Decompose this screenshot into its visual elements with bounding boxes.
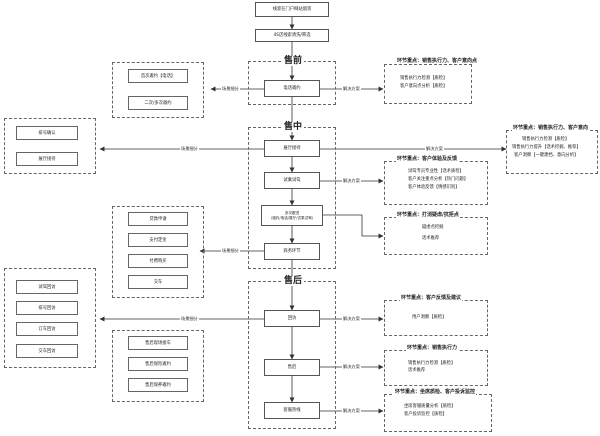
- visit-scene-queue: 排号回访: [16, 301, 78, 315]
- step-follow-up-detail: (邀约/电话/展厅/试乘试驾): [270, 215, 314, 220]
- note-2-title: 环节重点：销售执行力、客户意向: [512, 125, 590, 131]
- stage-post-label: 售后: [282, 276, 305, 286]
- biz-scene-deposit: 支付定金: [128, 233, 188, 247]
- call-scene-first: 首次邀约【电话】: [128, 69, 188, 83]
- note-5-title: 环节重点：客户反馈及建议: [400, 295, 463, 301]
- note-4-line-2: 话术推荐: [422, 236, 440, 241]
- note-4-title: 环节重点：打消疑虑/抗拒点: [396, 212, 460, 218]
- note-1-line-2: 客户意向点分析【质检】: [400, 84, 448, 89]
- step-callback: 回访: [264, 310, 320, 327]
- note-5-line-1: 用户洞察【质检】: [412, 315, 447, 320]
- step-showroom-reception: 展厅接待: [264, 140, 320, 157]
- note-2-line-2: 销售执行力提升【话术挖掘、推荐】: [512, 145, 581, 150]
- label-solution-n5: 解决方案: [342, 316, 361, 321]
- biz-scene-purchase: 付费购买: [128, 254, 188, 268]
- note-3-title: 环节重点：客户体验及反馈: [396, 156, 459, 162]
- note-group-1: [384, 64, 472, 104]
- label-solution-n7: 解决方案: [342, 408, 361, 413]
- note-6-title: 环节重点：销售执行力: [406, 345, 459, 351]
- step-test-drive: 试乘试驾: [264, 172, 320, 189]
- note-group-6: [384, 350, 488, 386]
- note-3-line-1: 试驾专员专业性【话术质检】: [408, 169, 464, 174]
- call-scene-repeat: 二次/多次邀约: [128, 96, 188, 110]
- step-lead-capture: 线索在门户网站留资: [255, 2, 329, 17]
- visit-scene-order: 订车回访: [16, 322, 78, 336]
- step-follow-up-title: 多次跟进: [284, 210, 300, 215]
- visit-scene-delivery: 交车回访: [16, 344, 78, 358]
- biz-scene-delivery: 交车: [128, 275, 188, 289]
- stage-mid-label: 售中: [282, 122, 305, 132]
- visit-scene-testdrive: 试驾回访: [16, 280, 78, 294]
- step-phone-invite: 电话邀约: [264, 80, 320, 97]
- step-lead-cleaning: 4S店线索清洗/筛选: [255, 29, 329, 42]
- label-solution-n2: 解决方案: [425, 146, 444, 151]
- step-business: 商务环节: [264, 243, 320, 260]
- note-2-line-1: 销售执行力检测【质检】: [522, 137, 570, 142]
- hall-scene-group: [4, 118, 96, 174]
- note-2-line-3: 客户洞察【一键建档、意向分析】: [514, 153, 579, 158]
- after-scene-maintenance: 售后保养邀约: [128, 378, 188, 392]
- note-3-line-3: 客户体验反馈【情感识别】: [408, 185, 460, 190]
- hall-scene-reception: 展厅接待: [16, 152, 78, 166]
- visit-scene-group: [4, 268, 96, 368]
- label-scene-biz: 场景细分: [221, 248, 240, 253]
- stage-pre-label: 售前: [282, 56, 305, 66]
- after-scene-insurance: 售后保险邀约: [128, 357, 188, 371]
- after-scene-pickup: 售后现场接车: [128, 336, 188, 350]
- note-4-line-1: 疑虑点挖掘: [422, 225, 444, 230]
- label-scene-hall: 场景细分: [180, 146, 199, 151]
- biz-scene-loan: 贷款申请: [128, 212, 188, 226]
- note-6-line-1: 销售执行力检测【质检】: [408, 361, 456, 366]
- hall-scene-queue: 排号确认: [16, 126, 78, 140]
- call-scene-group: [112, 62, 204, 118]
- note-1-title: 环节重点：销售执行力、客户意向点: [396, 58, 479, 64]
- note-7-line-1: 坐席客服质量分析【质检】: [404, 404, 456, 409]
- step-hotline: 客服热线: [264, 402, 320, 419]
- note-1-line-1: 销售执行力检测【质检】: [400, 76, 448, 81]
- note-7-line-2: 客户投诉监控【质检】: [404, 412, 447, 417]
- note-6-line-2: 话术推荐: [408, 368, 426, 373]
- label-scene-visit: 场景细分: [180, 316, 199, 321]
- note-group-3: [384, 161, 488, 205]
- label-solution-n3: 解决方案: [342, 178, 361, 183]
- note-3-line-2: 客户关注重点分析【热门问题】: [408, 177, 469, 182]
- step-follow-up: 多次跟进 (邀约/电话/展厅/试乘试驾): [261, 205, 323, 226]
- label-scene-call: 场景细分: [221, 86, 240, 91]
- note-7-title: 环节重点：坐席质检、客户投诉监控: [394, 389, 477, 395]
- label-solution-n6: 解决方案: [342, 364, 361, 369]
- after-scene-group: [112, 330, 204, 402]
- label-solution-n1: 解决方案: [342, 86, 361, 91]
- step-after-sales: 售后: [264, 359, 320, 376]
